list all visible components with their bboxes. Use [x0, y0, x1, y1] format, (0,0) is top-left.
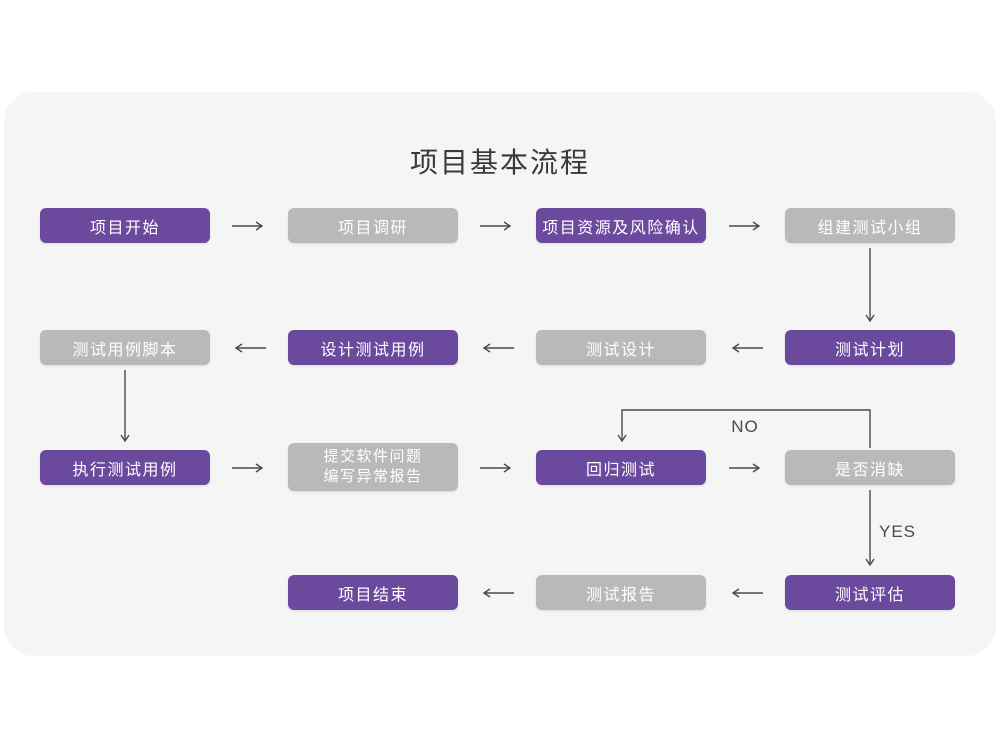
flow-node-execute-test-case: 执行测试用例 [40, 450, 210, 485]
flow-node-defect-cleared-check: 是否消缺 [785, 450, 955, 485]
flowchart-card-background [4, 92, 996, 656]
flow-node-project-end: 项目结束 [288, 575, 458, 610]
node-label: 项目调研 [337, 219, 408, 237]
node-label-line2: 编写异常报告 [323, 468, 423, 485]
flow-node-design-test-case: 设计测试用例 [288, 330, 458, 365]
flow-node-test-plan: 测试计划 [785, 330, 955, 365]
flow-node-resource-risk-confirm: 项目资源及风险确认 [536, 208, 706, 243]
node-label: 组建测试小组 [817, 219, 923, 237]
node-label: 执行测试用例 [72, 461, 178, 479]
flow-node-test-case-script: 测试用例脚本 [40, 330, 210, 365]
node-label: 回归测试 [585, 461, 656, 479]
edge-label-no: NO [731, 417, 759, 436]
flow-node-project-start: 项目开始 [40, 208, 210, 243]
node-label: 项目结束 [337, 586, 408, 604]
node-label: 项目资源及风险确认 [542, 219, 700, 237]
flow-node-project-survey: 项目调研 [288, 208, 458, 243]
flow-node-submit-issue-report: 提交软件问题 编写异常报告 [288, 443, 458, 491]
node-label: 是否消缺 [834, 461, 905, 479]
flow-node-build-test-team: 组建测试小组 [785, 208, 955, 243]
node-label: 测试设计 [585, 341, 656, 359]
node-label: 项目开始 [89, 219, 160, 237]
node-label: 测试报告 [585, 586, 656, 604]
node-label-line1: 提交软件问题 [323, 448, 423, 465]
node-label: 测试评估 [834, 586, 905, 604]
flow-node-regression-test: 回归测试 [536, 450, 706, 485]
diagram-title: 项目基本流程 [409, 147, 590, 178]
node-label: 测试用例脚本 [72, 341, 178, 359]
arrow-no-loop-defect-check-to-regression [617, 409, 871, 448]
edge-label-yes: YES [879, 522, 917, 541]
flow-node-test-design: 测试设计 [536, 330, 706, 365]
flow-node-test-report: 测试报告 [536, 575, 706, 610]
node-label: 设计测试用例 [320, 341, 426, 359]
flow-node-test-evaluate: 测试评估 [785, 575, 955, 610]
node-label: 测试计划 [834, 341, 905, 359]
